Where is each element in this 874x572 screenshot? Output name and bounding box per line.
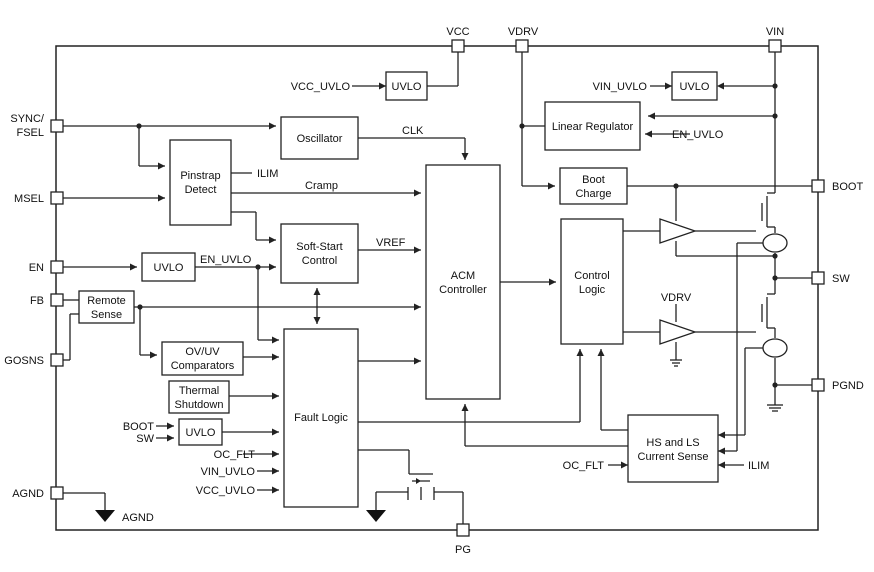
high-side-driver	[659, 218, 698, 244]
linear-regulator-block	[544, 101, 641, 151]
vin-uvlo-block-label: UVLO	[680, 81, 710, 93]
signal-vcc-uvlo-fault: VCC_UVLO	[196, 485, 256, 497]
current-sense-label-line1: HS and LS	[646, 437, 699, 449]
signal-vdrv: VDRV	[661, 292, 692, 304]
oscillator-label: Oscillator	[297, 133, 343, 145]
signal-vin-uvlo: VIN_UVLO	[593, 81, 648, 93]
remote-sense-block	[78, 290, 135, 324]
signal-vcc-uvlo: VCC_UVLO	[291, 81, 351, 93]
boot-sw-uvlo-block-label: UVLO	[186, 427, 216, 439]
signal-clk: CLK	[402, 125, 424, 137]
pin-label-pg: PG	[455, 544, 471, 556]
en-uvlo-block-label: UVLO	[154, 262, 184, 274]
pin-pg	[456, 523, 470, 537]
pin-label-fsel: FSEL	[16, 127, 44, 139]
boot-charge-label-line1: Boot	[582, 174, 605, 186]
signal-cramp: Cramp	[305, 180, 338, 192]
ovuv-label-line2: Comparators	[171, 360, 235, 372]
pin-label-msel: MSEL	[14, 193, 44, 205]
boot-sw-uvlo-block	[178, 418, 223, 446]
oscillator-block	[280, 116, 359, 160]
pin-label-en: EN	[29, 262, 44, 274]
thermal-shutdown-block	[168, 380, 230, 414]
pins	[50, 39, 825, 537]
pin-label-vdrv: VDRV	[508, 26, 539, 38]
pin-boot	[811, 179, 825, 193]
signal-ilim: ILIM	[257, 168, 278, 180]
control-logic-block	[560, 218, 624, 345]
signal-boot: BOOT	[123, 421, 154, 433]
linear-regulator-label: Linear Regulator	[552, 121, 634, 133]
pin-fb	[50, 293, 64, 307]
control-logic-label-line2: Logic	[579, 284, 606, 296]
low-side-current-sense-ring	[762, 338, 788, 358]
current-sense-label-line2: Current Sense	[638, 451, 709, 463]
soft-start-control-block	[280, 223, 359, 284]
boot-charge-block	[559, 167, 628, 205]
fault-logic-block	[283, 328, 359, 508]
low-side-driver	[659, 319, 698, 345]
signal-sw: SW	[136, 433, 154, 445]
signal-en-uvlo: EN_UVLO	[200, 254, 252, 266]
pin-vcc	[451, 39, 465, 53]
acm-label-line2: Controller	[439, 284, 487, 296]
signal-en-uvlo-regulator: EN_UVLO	[672, 129, 724, 141]
pin-vdrv	[515, 39, 529, 53]
pin-gosns	[50, 353, 64, 367]
vcc-uvlo-block-label: UVLO	[392, 81, 422, 93]
boot-charge-label-line2: Charge	[575, 188, 611, 200]
pin-label-sync: SYNC/	[10, 113, 45, 125]
signal-vref: VREF	[376, 237, 406, 249]
pin-label-vin: VIN	[766, 26, 784, 38]
wires	[63, 46, 818, 526]
remote-sense-label-line1: Remote	[87, 295, 126, 307]
pin-agnd	[50, 486, 64, 500]
signal-agnd: AGND	[122, 512, 154, 524]
signal-ilim-current-sense: ILIM	[748, 460, 769, 472]
thermal-label-line1: Thermal	[179, 385, 219, 397]
ov-uv-comparators-block	[161, 341, 244, 376]
pin-label-boot: BOOT	[832, 181, 863, 193]
ovuv-label-line1: OV/UV	[185, 346, 220, 358]
chip-outline	[55, 45, 819, 531]
junctions	[136, 83, 778, 388]
thermal-label-line2: Shutdown	[175, 399, 224, 411]
pin-label-agnd: AGND	[12, 488, 44, 500]
pin-sync-fsel	[50, 119, 64, 133]
remote-sense-label-line2: Sense	[91, 309, 122, 321]
pin-label-fb: FB	[30, 295, 44, 307]
current-sense-block	[627, 414, 719, 483]
pin-msel	[50, 191, 64, 205]
pinstrap-label-line1: Pinstrap	[180, 170, 220, 182]
soft-start-label-line2: Control	[302, 255, 337, 267]
pin-label-vcc: VCC	[446, 26, 469, 38]
pin-label-sw: SW	[832, 273, 850, 285]
acm-label-line1: ACM	[451, 270, 475, 282]
signal-vin-uvlo-fault: VIN_UVLO	[201, 466, 256, 478]
pin-label-gosns: GOSNS	[4, 355, 44, 367]
vin-uvlo-block	[671, 71, 718, 101]
control-logic-label-line1: Control	[574, 270, 609, 282]
acm-controller-block	[425, 164, 501, 400]
pin-sw	[811, 271, 825, 285]
arrowheads	[130, 82, 725, 494]
pinstrap-detect-block	[169, 139, 232, 226]
pin-pgnd	[811, 378, 825, 392]
pin-en	[50, 260, 64, 274]
signal-oc-flt: OC_FLT	[214, 449, 256, 461]
pinstrap-label-line2: Detect	[185, 184, 217, 196]
pin-vin	[768, 39, 782, 53]
agnd-ground-symbol	[95, 510, 115, 522]
soft-start-label-line1: Soft-Start	[296, 241, 342, 253]
signal-oc-flt-current-sense: OC_FLT	[563, 460, 605, 472]
fault-logic-label: Fault Logic	[294, 412, 348, 424]
pg-ground-symbol	[366, 510, 386, 522]
en-uvlo-block	[141, 252, 196, 282]
vcc-uvlo-block	[385, 71, 428, 101]
high-side-current-sense-ring	[762, 233, 788, 253]
pin-label-pgnd: PGND	[832, 380, 864, 392]
